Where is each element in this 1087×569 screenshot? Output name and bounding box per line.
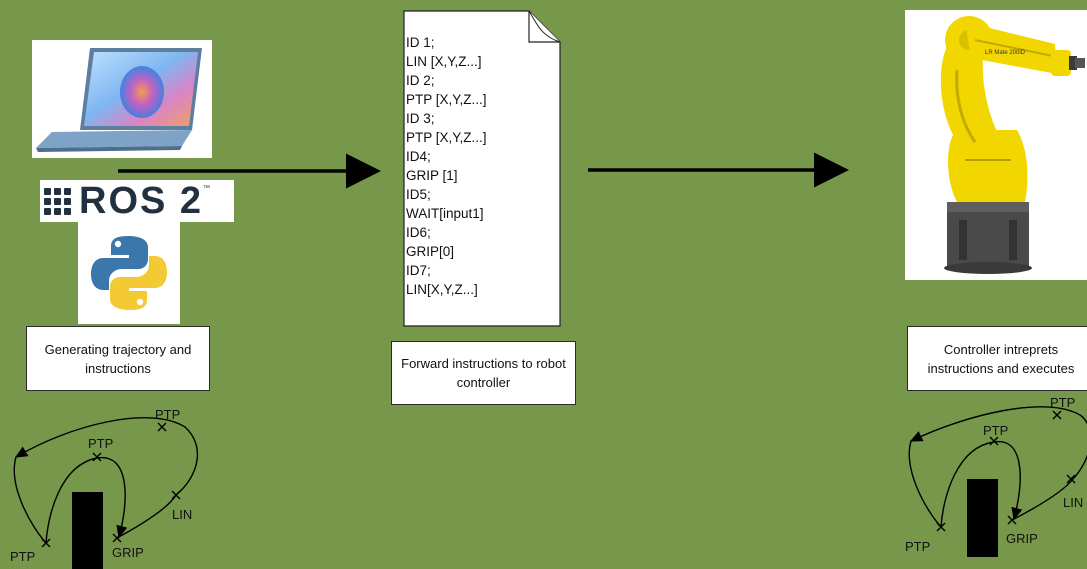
right-trajectory-diagram: PTP PTP LIN PTP GRIP — [905, 395, 1087, 557]
industrial-robot-arm-icon: LR Mate 200iD — [905, 10, 1087, 280]
instruction-document — [403, 10, 561, 327]
obstacle-block — [967, 479, 998, 557]
waypoint-markers — [936, 410, 1076, 532]
waypoint-label: PTP — [905, 539, 930, 554]
waypoint-label: PTP — [10, 549, 35, 564]
laptop-icon — [36, 48, 202, 152]
python-logo-icon — [91, 236, 167, 310]
instruction-line: PTP [X,Y,Z...] — [406, 130, 487, 145]
laptop-image — [32, 40, 212, 158]
waypoint-label: PTP — [155, 407, 180, 422]
instruction-line: ID6; — [406, 225, 431, 240]
ros2-logo: ROS 2 ™ — [40, 180, 234, 222]
waypoint-label: PTP — [1050, 395, 1075, 410]
left-caption-box: Generating trajectory and instructions — [26, 326, 210, 391]
instruction-line: LIN [X,Y,Z...] — [406, 54, 482, 69]
left-trajectory-diagram: PTP PTP LIN PTP GRIP — [10, 407, 199, 569]
instruction-line: GRIP[0] — [406, 244, 455, 259]
middle-caption-box: Forward instructions to robot controller — [391, 341, 576, 405]
instruction-line: ID5; — [406, 187, 431, 202]
instruction-line: ID7; — [406, 263, 431, 278]
ros-dots-icon — [44, 187, 71, 215]
python-logo — [78, 222, 180, 324]
robot-label: LR Mate 200iD — [985, 50, 1026, 56]
instruction-line: PTP [X,Y,Z...] — [406, 92, 487, 107]
instruction-line: WAIT[input1] — [406, 206, 484, 221]
ros-trademark: ™ — [203, 185, 211, 192]
left-caption: Generating trajectory and instructions — [44, 341, 192, 376]
ros-logo-text: ROS 2 — [79, 180, 204, 222]
instruction-line: LIN[X,Y,Z...] — [406, 282, 478, 297]
instruction-line: ID 2; — [406, 73, 435, 88]
waypoint-label: GRIP — [112, 545, 144, 560]
waypoint-label: LIN — [1063, 495, 1083, 510]
instruction-line: ID 1; — [406, 35, 435, 50]
right-caption: Controller intreprets instructions and e… — [927, 341, 1075, 376]
waypoint-markers — [41, 422, 181, 548]
middle-caption: Forward instructions to robot controller — [401, 356, 566, 390]
instruction-list: ID 1; LIN [X,Y,Z...] ID 2; PTP [X,Y,Z...… — [406, 33, 536, 299]
waypoint-label: PTP — [88, 436, 113, 451]
waypoint-label: LIN — [172, 507, 192, 522]
obstacle-block — [72, 492, 103, 569]
right-caption-box: Controller intreprets instructions and e… — [907, 326, 1087, 391]
waypoint-label: GRIP — [1006, 531, 1038, 546]
instruction-line: GRIP [1] — [406, 168, 458, 183]
instruction-line: ID4; — [406, 149, 431, 164]
waypoint-label: PTP — [983, 423, 1008, 438]
instruction-line: ID 3; — [406, 111, 435, 126]
